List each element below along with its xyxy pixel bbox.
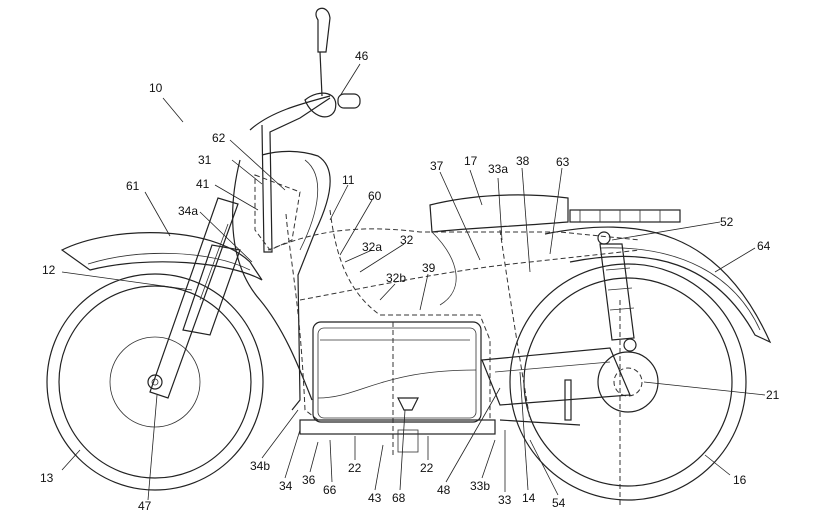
label-17: 17 — [464, 154, 478, 168]
label-33: 33 — [498, 493, 512, 507]
seat — [429, 194, 681, 306]
label-39: 39 — [422, 261, 436, 275]
label-63: 63 — [556, 155, 570, 169]
battery-case — [299, 321, 496, 455]
reference-labels: 10 46 62 31 41 34a 61 12 13 47 11 60 32a… — [40, 49, 780, 510]
front-wheel — [46, 273, 264, 491]
label-46: 46 — [355, 49, 369, 63]
label-22-left: 22 — [348, 461, 362, 475]
label-10: 10 — [149, 81, 163, 95]
label-36: 36 — [302, 473, 316, 487]
leader-lines — [61, 63, 766, 501]
label-22-right: 22 — [420, 461, 434, 475]
label-33b: 33b — [470, 479, 490, 493]
label-66: 66 — [323, 483, 337, 497]
label-32b: 32b — [386, 271, 406, 285]
frame — [267, 209, 641, 421]
label-54: 54 — [552, 496, 566, 510]
handlebar — [249, 7, 361, 253]
rear-fender — [544, 226, 772, 344]
label-62: 62 — [212, 131, 226, 145]
label-11: 11 — [342, 173, 355, 187]
label-34: 34 — [279, 479, 293, 493]
label-31: 31 — [198, 153, 212, 167]
label-64: 64 — [757, 239, 771, 253]
label-32: 32 — [400, 233, 414, 247]
front-cover — [232, 150, 331, 411]
label-60: 60 — [368, 189, 382, 203]
rear-shock — [597, 231, 637, 352]
label-38: 38 — [516, 154, 530, 168]
front-fork — [149, 197, 241, 399]
label-13: 13 — [40, 471, 54, 485]
label-16: 16 — [733, 473, 747, 487]
label-33a: 33a — [488, 162, 508, 176]
label-14: 14 — [522, 491, 536, 505]
label-34b: 34b — [250, 459, 270, 473]
label-52: 52 — [720, 215, 734, 229]
label-32a: 32a — [362, 240, 382, 254]
rear-wheel — [509, 263, 747, 508]
label-48: 48 — [437, 483, 451, 497]
label-47: 47 — [138, 499, 152, 510]
label-61: 61 — [126, 179, 140, 193]
label-43: 43 — [368, 491, 382, 505]
label-68: 68 — [392, 491, 406, 505]
label-37: 37 — [430, 159, 444, 173]
label-12: 12 — [42, 263, 56, 277]
label-34a: 34a — [178, 204, 198, 218]
label-41: 41 — [196, 177, 210, 191]
swing-arm — [481, 347, 631, 426]
front-fender — [60, 232, 263, 281]
label-21: 21 — [766, 388, 780, 402]
